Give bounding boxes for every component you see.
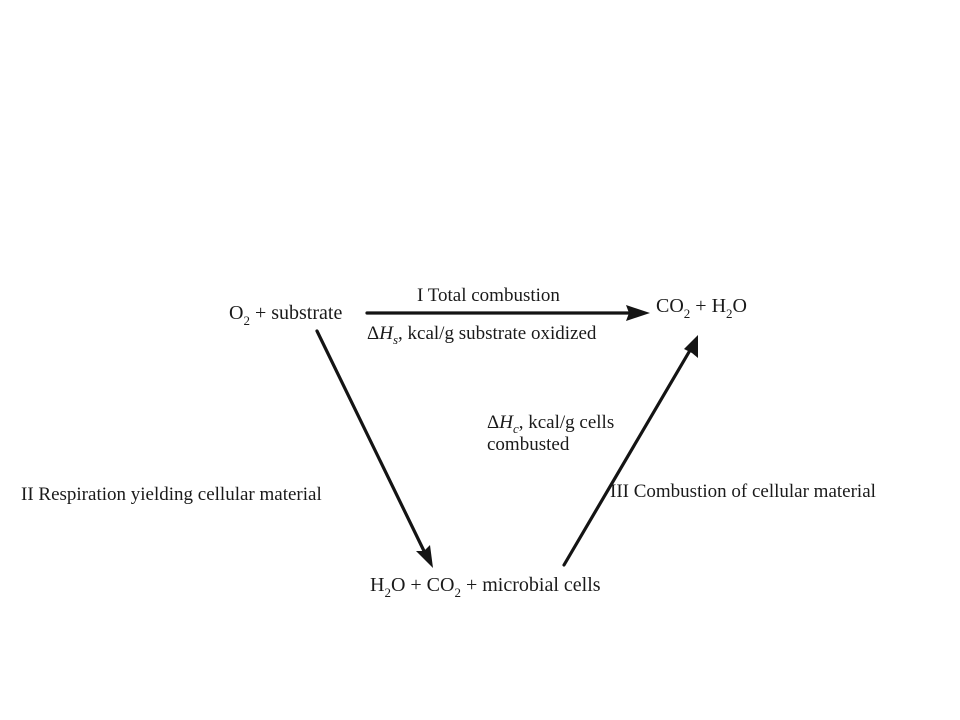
s-subscript: s <box>393 332 398 347</box>
delta-symbol: Δ <box>487 412 499 433</box>
delta-hc-rest: , kcal/g cells <box>519 412 615 433</box>
respiration-products-node: H2O + CO2 + microbial cells <box>370 574 601 600</box>
co2-subscript: 2 <box>454 585 461 600</box>
delta-symbol: Δ <box>367 323 379 344</box>
reactants-rest: + substrate <box>250 302 342 324</box>
delta-hs-label: ΔHs, kcal/g substrate oxidized <box>367 323 597 347</box>
o2-subscript: 2 <box>243 313 250 328</box>
h-symbol: H <box>370 574 384 596</box>
cell-combustion-arrow <box>562 350 691 567</box>
h-symbol: H <box>498 412 514 433</box>
c-subscript: c <box>513 421 519 436</box>
respiration-arrow <box>315 329 426 553</box>
respiration-arrowhead <box>416 545 433 568</box>
cell-combustion-label: III Combustion of cellular material <box>610 481 876 502</box>
reactants-node: O2 + substrate <box>229 302 342 328</box>
o2-symbol: O <box>229 302 243 324</box>
total-combustion-label: I Total combustion <box>417 285 560 306</box>
delta-hs-rest: , kcal/g substrate oxidized <box>398 323 597 344</box>
respiration-products-rest: + microbial cells <box>461 574 601 596</box>
delta-hc-label-line2: combusted <box>487 434 570 455</box>
h2o-subscript: 2 <box>726 306 733 321</box>
h2o-o: O <box>733 295 747 317</box>
cell-combustion-arrowhead <box>684 335 698 358</box>
total-combustion-arrowhead <box>626 305 650 321</box>
h-subscript: 2 <box>384 585 391 600</box>
total-products-node: CO2 + H2O <box>656 295 747 321</box>
delta-hc-label: ΔHc, kcal/g cells <box>487 412 614 436</box>
respiration-label: II Respiration yielding cellular materia… <box>21 484 322 505</box>
plus-h: + H <box>690 295 726 317</box>
co2-subscript: 2 <box>684 306 691 321</box>
o-plus-co: O + CO <box>391 574 455 596</box>
h-symbol: H <box>378 323 394 344</box>
co2-symbol: CO <box>656 295 684 317</box>
